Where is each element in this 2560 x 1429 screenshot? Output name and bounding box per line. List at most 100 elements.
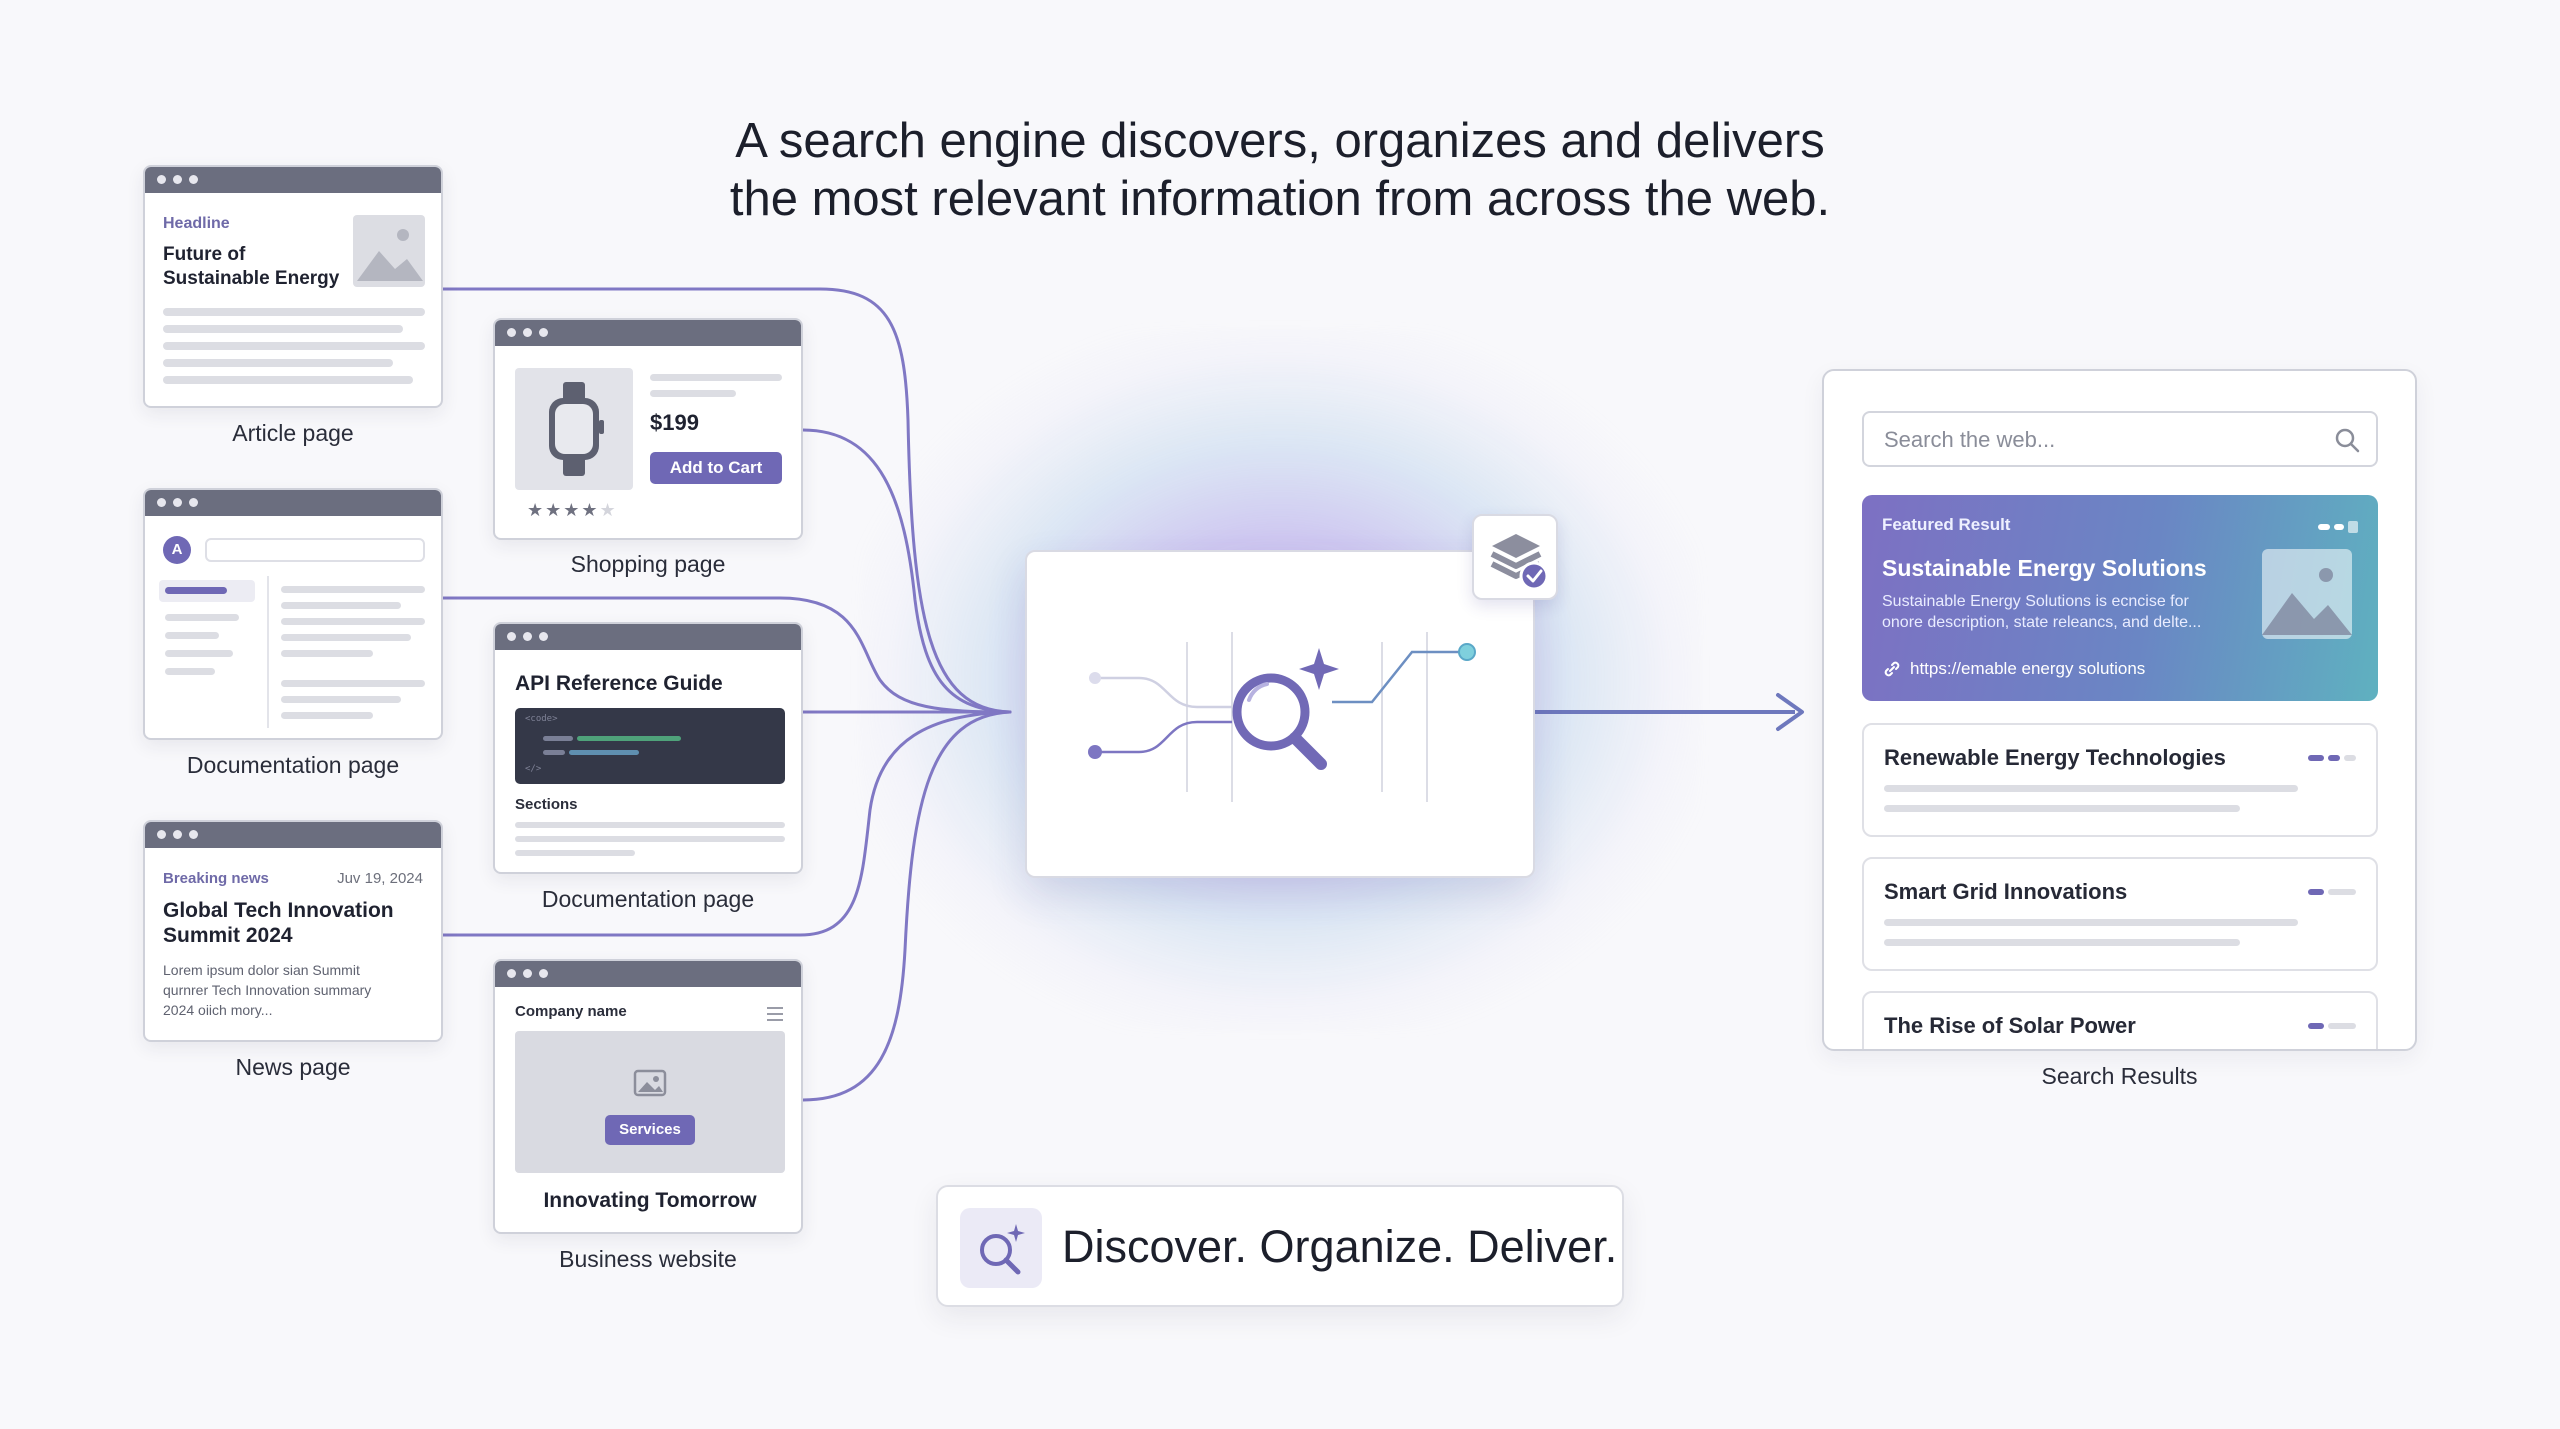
star-empty-icon: ★ [599,500,618,520]
text-line [281,602,401,609]
doc-nav-item-active [165,587,227,594]
result-item[interactable]: The Rise of Solar Power [1862,991,2378,1049]
layers-check-icon [1490,534,1549,591]
doc-nav-item [165,650,233,657]
business-website-window: Company name Services Innovating Tomorro… [493,959,803,1234]
company-name: Company name [515,1003,627,1020]
text-line [163,308,425,316]
text-line [650,390,736,397]
rating-stars: ★★★★★ [527,500,618,521]
menu-icon[interactable] [767,1007,783,1021]
connector-business [801,710,1012,1102]
image-placeholder-icon [353,215,425,287]
result-title[interactable]: The Rise of Solar Power [1884,1013,2136,1038]
logo-icon: A [163,536,191,564]
output-trace [1332,650,1467,704]
search-icon[interactable] [2334,427,2360,453]
node-dot [1458,643,1476,661]
article-title-line-1: Future of [163,244,246,265]
result-item[interactable]: Smart Grid Innovations [1862,857,2378,971]
code-line [569,750,639,755]
text-line [281,696,401,703]
tagline-text: Discover. Organize. Deliver. [1062,1221,1618,1272]
node-dot [1088,745,1102,759]
text-line [281,634,411,641]
doc-divider [267,576,269,728]
node-dot [1089,672,1101,684]
text-line [163,359,393,367]
news-excerpt: Lorem ipsum dolor sian Summit qurnrer Te… [163,960,371,1020]
documentation-page-caption: Documentation page [186,752,400,778]
result-item[interactable]: Renewable Energy Technologies [1862,723,2378,837]
code-line [543,750,565,755]
window-titlebar [495,320,801,346]
search-results-caption: Search Results [2041,1063,2198,1089]
watch-icon [549,382,604,476]
featured-url[interactable]: https://emable energy solutions [1910,659,2146,678]
image-icon [633,1069,667,1097]
documentation-page-window: A [143,488,443,740]
text-line [515,850,635,856]
sparkle-icon [1299,648,1339,690]
text-line [281,650,373,657]
featured-description-line: onore description, state releancs, and d… [1882,614,2202,631]
search-results-panel: Search the web... Featured Result Sustai… [1822,369,2417,1051]
text-line [1884,805,2240,812]
text-line [281,618,425,625]
connector-news [441,710,1012,937]
window-titlebar [495,624,801,650]
text-line [281,712,373,719]
featured-description-line: Sustainable Energy Solutions is ecncise … [1882,593,2189,610]
result-indicator [2308,889,2356,895]
article-page-window: Headline Future of Sustainable Energy [143,165,443,408]
code-tag: </> [525,764,542,774]
result-title[interactable]: Renewable Energy Technologies [1884,745,2226,770]
featured-label: Featured Result [1882,515,2011,534]
text-line [281,680,425,687]
business-tagline: Innovating Tomorrow [543,1189,757,1212]
search-sparkle-icon [960,1208,1042,1288]
input-trace [1095,720,1232,754]
api-doc-caption: Documentation page [541,886,755,912]
text-line [163,325,403,333]
search-placeholder: Search the web... [1884,427,2056,452]
code-line [543,736,573,741]
news-label: Breaking news [163,870,269,887]
result-title[interactable]: Smart Grid Innovations [1884,879,2128,904]
text-line [163,376,413,384]
text-line [1884,919,2298,926]
page-headline: A search engine discovers, organizes and… [640,112,1920,228]
connector-article [441,287,1012,714]
services-button[interactable]: Services [605,1115,695,1145]
text-line [650,374,782,381]
doc-nav-item [165,668,215,675]
featured-result-card[interactable]: Featured Result Sustainable Energy Solut… [1862,495,2378,701]
api-doc-sections: Sections [515,796,578,813]
search-input[interactable]: Search the web... [1862,411,2378,467]
text-line [515,836,785,842]
article-title-line-2: Sustainable Energy [163,268,340,289]
output-arrow-head [1776,693,1804,731]
window-titlebar [145,822,441,848]
doc-nav-item [165,632,219,639]
connector-shopping [801,428,1012,714]
business-website-caption: Business website [559,1246,737,1272]
headline-line-2: the most relevant information from acros… [729,172,1831,226]
product-image [515,368,633,490]
text-line [1884,785,2298,792]
featured-title[interactable]: Sustainable Energy Solutions [1882,555,2207,581]
news-excerpt-line: Lorem ipsum dolor sian Summit [163,962,360,978]
headline-line-1: A search engine discovers, organizes and… [735,114,1825,168]
article-label: Headline [163,215,230,232]
news-page-window: Breaking news Juv 19, 2024 Global Tech I… [143,820,443,1042]
text-line [515,822,785,828]
add-to-cart-button[interactable]: Add to Cart [650,452,782,484]
news-title-line-1: Global Tech Innovation [163,899,394,922]
news-date: Juv 19, 2024 [337,870,423,887]
code-block: <code> </> [515,708,785,784]
code-line [577,736,681,741]
article-page-caption: Article page [232,420,354,446]
tagline-card: Discover. Organize. Deliver. [936,1185,1624,1307]
api-doc-title: API Reference Guide [515,672,723,695]
